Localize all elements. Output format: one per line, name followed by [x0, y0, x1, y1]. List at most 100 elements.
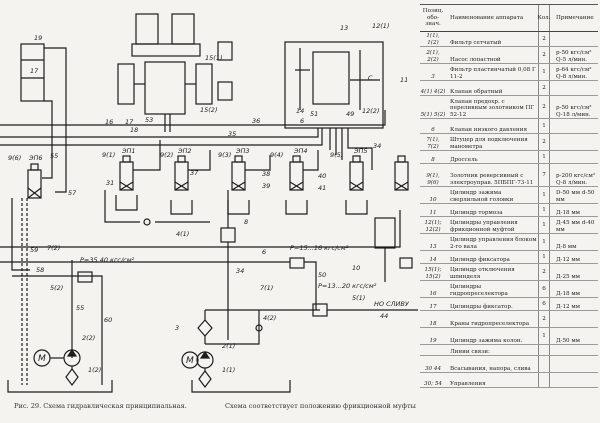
- label-4-1: 4(1): [176, 230, 189, 238]
- row-note: Д-12 мм: [556, 256, 581, 263]
- motor-right: [181, 351, 199, 369]
- row-position: 5(1) 5(2): [420, 111, 446, 118]
- label-15-1: 15(1): [205, 54, 222, 62]
- row-qty: 1: [538, 328, 550, 344]
- label-18: 18: [130, 126, 138, 134]
- valve-9-1: [119, 155, 134, 191]
- label-tank-19: 19: [34, 34, 42, 42]
- row-qty: 2: [538, 96, 550, 118]
- valve-9-3: [231, 155, 246, 191]
- label-12-1: 12(1): [372, 22, 389, 30]
- row-qty: 1: [538, 64, 550, 80]
- filter-1-2: [65, 368, 79, 386]
- row-position: 9(1), 9(6): [426, 173, 440, 186]
- label-line-38: 38: [262, 170, 270, 178]
- label-9-3: 9(3): [218, 151, 231, 159]
- header-name: Наименование аппарата: [450, 14, 524, 21]
- caption-left: Рис. 29. Схема гидравлическая принципиал…: [14, 402, 187, 410]
- label-line-50: 50: [318, 271, 326, 279]
- label-line-35: 35: [228, 130, 236, 138]
- row-name: Цилиндр зажима сверлильной головки: [450, 190, 514, 203]
- low-pressure-valve-6: [289, 257, 305, 269]
- row-qty: 2: [538, 134, 550, 150]
- label-line-55: 55: [50, 152, 58, 160]
- label-9-2: 9(2): [160, 151, 173, 159]
- row-name: Насос лопастной: [450, 56, 501, 63]
- hydraulic-schematic: 19 17 9(6) ЭП6 55 57 59 58 7(2) P=35 40 …: [0, 13, 418, 393]
- label-line-37: 37: [190, 169, 199, 177]
- label-14: 14: [296, 107, 304, 115]
- table-row: 12(1); 12(2) Цилиндры управления фрикцион…: [420, 217, 598, 234]
- label-line-31: 31: [106, 179, 114, 187]
- row-name: Цилиндры управления фрикционной муфтой: [450, 220, 518, 233]
- row-position: 7(1), 7(2): [426, 137, 440, 150]
- label-line-57: 57: [68, 189, 77, 197]
- row-note: Д-18 мм: [556, 290, 581, 297]
- row-position: 16: [429, 290, 437, 297]
- row-note: Д-12 мм: [556, 303, 581, 310]
- header-qty: Кол.: [537, 5, 551, 31]
- row-name: Штуцер для подключения манометра: [450, 137, 528, 150]
- row-qty: 1: [538, 119, 550, 133]
- label-8: 8: [244, 218, 248, 226]
- row-note: Д-8 мм: [556, 243, 577, 250]
- header-note: Примечание: [556, 14, 594, 21]
- label-pressure-left: P=35 40 кгс/см²: [80, 256, 135, 264]
- label-line-51: 51: [310, 110, 318, 118]
- label-13: 13: [340, 24, 348, 32]
- row-name: Краны гидропреселектора: [450, 320, 530, 327]
- caption-right: Схема соответствует положению фрикционно…: [224, 402, 416, 410]
- label-valve-9-6: 9(6): [8, 154, 21, 162]
- row-name: Цилиндр отключения шпинделя: [450, 267, 515, 280]
- relief-valve-5-2: [77, 271, 93, 283]
- row-name: Цилиндр зажима колон.: [450, 337, 523, 344]
- row-position: 8: [431, 156, 435, 163]
- table-header: Позиц. обо- знач. Наименование аппарата …: [420, 4, 598, 32]
- label-2-2: 2(2): [82, 334, 95, 342]
- header-position: Позиц. обо- знач.: [422, 8, 444, 28]
- row-qty: 2: [538, 32, 550, 46]
- label-9-4: 9(4): [270, 151, 283, 159]
- label-9-1: 9(1): [102, 151, 115, 159]
- label-6-top: 6: [300, 117, 304, 125]
- row-position: 12(1); 12(2): [424, 220, 442, 233]
- row-name: Клапан обратный: [450, 88, 503, 95]
- row-qty: 1: [538, 187, 550, 203]
- label-15-2: 15(2): [200, 106, 217, 114]
- label-line-58: 58: [36, 266, 44, 274]
- row-position: 30 44: [424, 365, 441, 372]
- row-name: Линии связи:: [450, 348, 490, 355]
- label-pressure-mid: P=15...16 кгс/см²: [290, 244, 349, 252]
- parts-table: Позиц. обо- знач. Наименование аппарата …: [420, 4, 598, 404]
- label-line-34b: 34: [236, 267, 244, 275]
- row-note: p-50 кгс/см² Q-18 л/мин.: [556, 105, 592, 118]
- row-position: 15(1); 15(2): [424, 267, 442, 280]
- row-name: Цилиндр фиксатора: [450, 256, 510, 263]
- label-line-36: 36: [252, 117, 260, 125]
- row-position: 19: [429, 337, 437, 344]
- label-line-40: 40: [318, 172, 326, 180]
- row-note: Д-18 мм: [556, 209, 581, 216]
- row-name: Фильтр сетчатый: [450, 39, 502, 46]
- row-qty: 1: [538, 204, 550, 216]
- row-qty: 6: [538, 298, 550, 310]
- label-line-41: 41: [318, 184, 326, 192]
- label-1-1: 1(1): [222, 366, 235, 374]
- label-em-2: ЭП2: [177, 147, 192, 155]
- row-name: Управления: [450, 380, 486, 387]
- row-position: 30; 54: [424, 380, 442, 387]
- row-name: Цилиндр управления блоком 2-го вала: [450, 237, 537, 250]
- row-name: Золотник реверсивный с электроуправ. 5ПБ…: [450, 173, 534, 186]
- label-9-5: 9(5): [330, 151, 343, 159]
- row-note: p-64 кгс/см² Q-8 л/мин.: [556, 67, 592, 80]
- label-4-2: 4(2): [263, 314, 276, 322]
- label-line-34: 34: [373, 142, 381, 150]
